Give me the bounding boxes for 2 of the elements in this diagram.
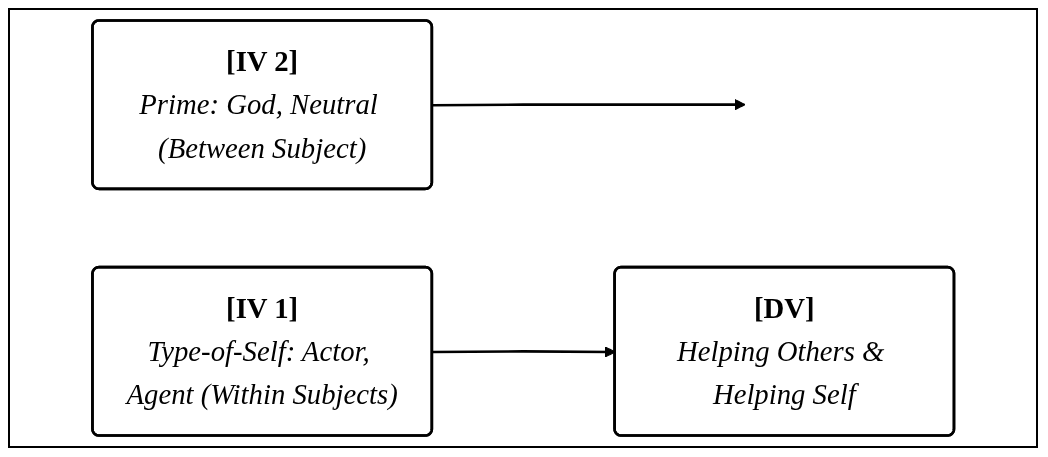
arrow: [432, 98, 746, 111]
diagram-frame: [IV 2] Prime: God, Neutral (Between Subject) [IV 1] Type-of-Self: Actor, Agent (Within Subjects) [DV] Helping Others & Helping Self: [8, 8, 1038, 448]
